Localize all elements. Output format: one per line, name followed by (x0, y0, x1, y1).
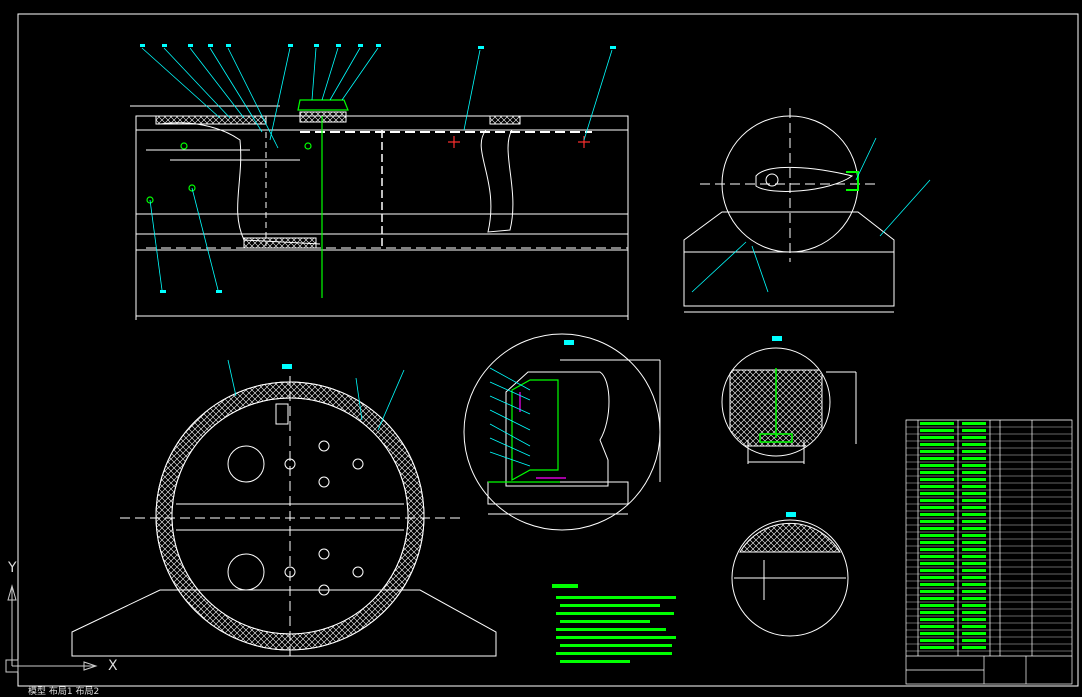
parts-row-code (920, 429, 954, 432)
section-tag-front (282, 364, 292, 369)
parts-row-code (920, 457, 954, 460)
parts-row-code (920, 625, 954, 628)
parts-row-name (962, 611, 986, 614)
parts-row-name (962, 478, 986, 481)
parts-row-name (962, 555, 986, 558)
parts-row-name (962, 583, 986, 586)
parts-row-code (920, 520, 954, 523)
layout-tabs[interactable]: 模型 布局1 布局2 (28, 687, 100, 697)
parts-row-name (962, 604, 986, 607)
parts-row-name (962, 541, 986, 544)
parts-row-name (962, 492, 986, 495)
parts-row-name (962, 639, 986, 642)
parts-row-code (920, 611, 954, 614)
parts-row-code (920, 492, 954, 495)
drawing-frame (17, 13, 1079, 687)
main-elevation-view (130, 105, 629, 320)
parts-row-name (962, 443, 986, 446)
parts-row-name (962, 499, 986, 502)
parts-row-code (920, 569, 954, 572)
ucs-x-label: X (108, 658, 118, 674)
parts-row-name (962, 450, 986, 453)
parts-row-code (920, 555, 954, 558)
red-markers (448, 136, 590, 148)
side-view-green (846, 171, 859, 191)
parts-row-name (962, 513, 986, 516)
parts-list-rows (906, 419, 1072, 652)
parts-row-code (920, 443, 954, 446)
parts-row-code (920, 548, 954, 551)
parts-row-code (920, 590, 954, 593)
detail-y-view (463, 333, 661, 531)
parts-row-code (920, 471, 954, 474)
parts-row-code (920, 506, 954, 509)
parts-row-name (962, 576, 986, 579)
detail-y2-view (731, 519, 849, 637)
parts-row-code (920, 478, 954, 481)
parts-row-name (962, 457, 986, 460)
parts-row-code (920, 485, 954, 488)
parts-row-name (962, 506, 986, 509)
parts-row-name (962, 632, 986, 635)
parts-row-code (920, 464, 954, 467)
technical-notes (552, 584, 676, 663)
shaft-green (146, 99, 349, 298)
parts-row-name (962, 464, 986, 467)
parts-row-name (962, 562, 986, 565)
parts-row-name (962, 625, 986, 628)
leader-lines-main (141, 47, 613, 291)
balloon-labels-main (140, 44, 616, 293)
parts-row-code (920, 632, 954, 635)
parts-row-code (920, 499, 954, 502)
parts-row-code (920, 527, 954, 530)
ucs-y-label: Y (8, 560, 17, 576)
parts-row-code (920, 604, 954, 607)
parts-row-code (920, 513, 954, 516)
parts-row-name (962, 520, 986, 523)
parts-row-code (920, 618, 954, 621)
parts-row-name (962, 436, 986, 439)
parts-row-code (920, 639, 954, 642)
parts-row-name (962, 590, 986, 593)
parts-row-name (962, 429, 986, 432)
parts-row-code (920, 646, 954, 649)
parts-row-name (962, 422, 986, 425)
ucs-icon (5, 584, 98, 673)
parts-row-code (920, 534, 954, 537)
parts-row-name (962, 597, 986, 600)
parts-row-name (962, 471, 986, 474)
parts-row-name (962, 618, 986, 621)
parts-row-name (962, 646, 986, 649)
parts-row-code (920, 422, 954, 425)
parts-row-name (962, 548, 986, 551)
parts-row-name (962, 569, 986, 572)
parts-row-code (920, 583, 954, 586)
side-view (683, 108, 895, 313)
section-tag-y2 (786, 512, 796, 517)
detail-y-green (488, 379, 560, 483)
parts-row-code (920, 436, 954, 439)
parts-row-code (920, 576, 954, 579)
leader-lines-side (691, 137, 931, 293)
parts-row-name (962, 527, 986, 530)
front-section-view (71, 376, 497, 660)
parts-row-name (962, 485, 986, 488)
parts-row-code (920, 562, 954, 565)
parts-row-code (920, 597, 954, 600)
section-tag-y1 (564, 340, 574, 345)
parts-row-code (920, 450, 954, 453)
detail-c-green (759, 368, 793, 443)
parts-row-code (920, 541, 954, 544)
parts-row-name (962, 534, 986, 537)
leader-lines-detail-y (489, 367, 531, 467)
detail-c-view (721, 347, 857, 464)
leader-lines-front (227, 359, 405, 431)
section-tag-c1 (772, 336, 782, 341)
